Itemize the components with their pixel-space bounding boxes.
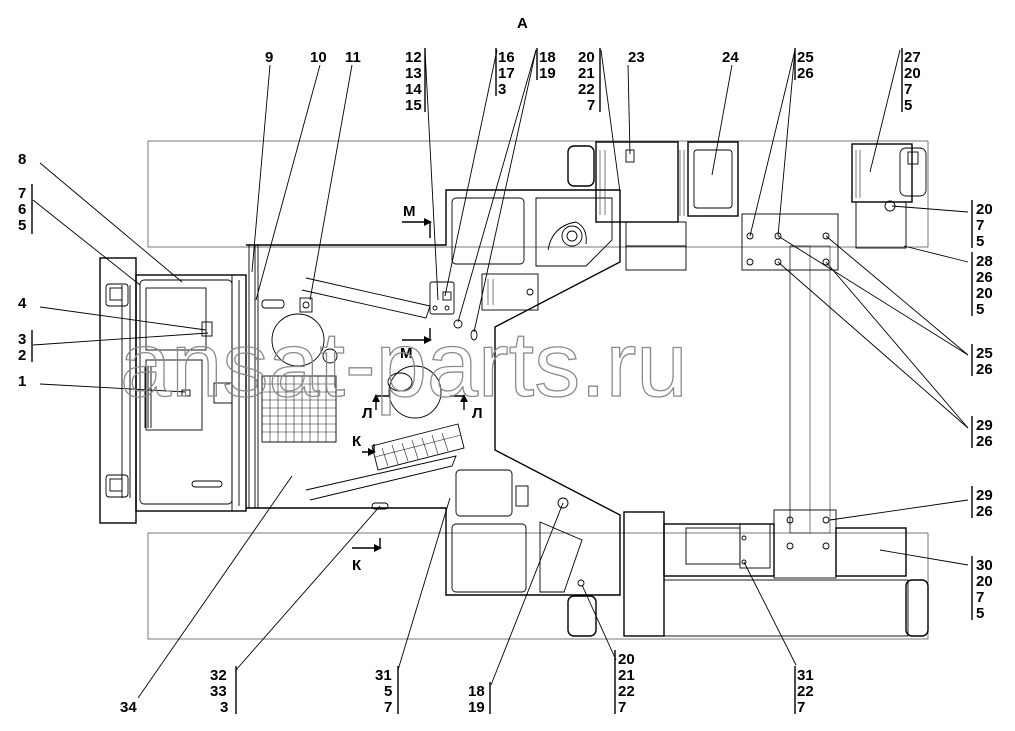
floor-mat-grid	[262, 376, 336, 442]
callout-5e: 5	[976, 605, 984, 622]
callout-20f: 20	[618, 651, 635, 668]
callout-31: 31	[375, 667, 392, 684]
callout-27: 27	[904, 49, 921, 66]
section-l-left: Л	[362, 405, 373, 422]
section-k-bottom: К	[352, 557, 362, 574]
callout-1: 1	[18, 373, 26, 390]
callout-20e: 20	[976, 573, 993, 590]
callout-24: 24	[722, 49, 739, 66]
callout-19b: 19	[468, 699, 485, 716]
callout-5: 5	[18, 217, 26, 234]
callout-3c: 3	[220, 699, 228, 716]
callout-31b: 31	[797, 667, 814, 684]
upper-compartment	[451, 197, 613, 267]
callout-5d: 5	[976, 301, 984, 318]
callout-9: 9	[265, 49, 273, 66]
callout-7h: 7	[797, 699, 805, 716]
callout-22b: 22	[618, 683, 635, 700]
callout-18b: 18	[468, 683, 485, 700]
callout-33: 33	[210, 683, 227, 700]
callout-22: 22	[578, 81, 595, 98]
callout-25: 25	[797, 49, 814, 66]
callout-22c: 22	[797, 683, 814, 700]
callout-30: 30	[976, 557, 993, 574]
section-markers	[352, 218, 468, 552]
callout-26c: 26	[976, 361, 993, 378]
callout-26: 26	[797, 65, 814, 82]
callout-7d: 7	[976, 217, 984, 234]
callout-13: 13	[405, 65, 422, 82]
callout-28: 28	[976, 253, 993, 270]
lower-right-components	[567, 509, 929, 637]
callout-21: 21	[578, 65, 595, 82]
callout-3: 3	[18, 331, 26, 348]
cab-floor	[246, 189, 621, 596]
callout-3b: 3	[498, 81, 506, 98]
callout-21b: 21	[618, 667, 635, 684]
callout-10: 10	[310, 49, 327, 66]
callout-15: 15	[405, 97, 422, 114]
upper-right-components	[567, 141, 927, 271]
callout-29: 29	[976, 417, 993, 434]
callout-23: 23	[628, 49, 645, 66]
section-m-top: М	[403, 203, 416, 220]
callout-11: 11	[345, 49, 361, 66]
callout-19: 19	[539, 65, 556, 82]
pedal-panel	[371, 423, 465, 471]
callout-29b: 29	[976, 487, 993, 504]
callout-34: 34	[120, 699, 137, 716]
section-m-bottom: М	[400, 345, 413, 362]
callout-26e: 26	[976, 503, 993, 520]
callout-7b: 7	[587, 97, 595, 114]
lower-compartment	[451, 469, 585, 593]
callout-26d: 26	[976, 433, 993, 450]
callout-20b: 20	[904, 65, 921, 82]
view-label: А	[517, 15, 528, 32]
callout-8: 8	[18, 151, 26, 168]
callout-12: 12	[405, 49, 422, 66]
callout-16: 16	[498, 49, 515, 66]
callout-26b: 26	[976, 269, 993, 286]
callout-20d: 20	[976, 285, 993, 302]
callout-5b: 5	[904, 97, 912, 114]
callout-2: 2	[18, 347, 26, 364]
callout-20: 20	[578, 49, 595, 66]
callout-6: 6	[18, 201, 26, 218]
callout-18: 18	[539, 49, 556, 66]
cab-door	[99, 245, 259, 524]
callouts: А 8 7 6 5 4 3 2 1 9 10 11 12 13 14 15 16…	[18, 15, 993, 716]
callout-7c: 7	[904, 81, 912, 98]
callout-20c: 20	[976, 201, 993, 218]
callout-7e: 7	[976, 589, 984, 606]
callout-17: 17	[498, 65, 515, 82]
callout-25b: 25	[976, 345, 993, 362]
callout-7: 7	[18, 185, 26, 202]
leader-lines	[32, 49, 969, 699]
watermark: ansat-parts.ru	[120, 314, 688, 416]
callout-4: 4	[18, 295, 27, 312]
callout-14: 14	[405, 81, 422, 98]
section-k-top: К	[352, 433, 362, 450]
callout-7g: 7	[618, 699, 626, 716]
section-l-right: Л	[472, 405, 483, 422]
callout-7f: 7	[384, 699, 392, 716]
callout-32: 32	[210, 667, 227, 684]
callout-5c: 5	[976, 233, 984, 250]
callout-5f: 5	[384, 683, 392, 700]
